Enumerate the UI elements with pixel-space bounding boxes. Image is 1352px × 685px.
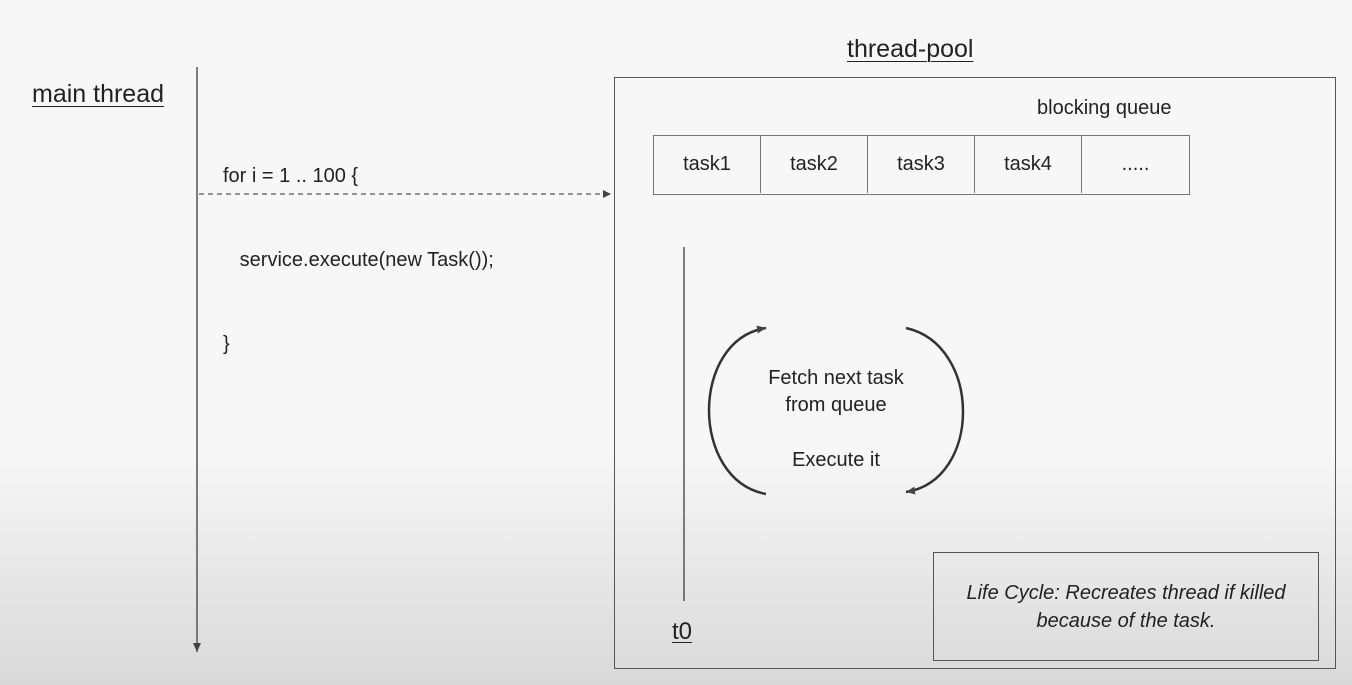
queue-cell: task1 — [654, 136, 761, 193]
loop-arrow-left — [707, 325, 767, 496]
loop-line: from queue — [785, 394, 887, 416]
queue-cell: ..... — [1121, 153, 1150, 175]
queue-cell: task3 — [868, 136, 975, 193]
code-line: } — [223, 333, 230, 355]
thread-pool-label: thread-pool — [847, 35, 974, 63]
queue-cell: task2 — [761, 136, 868, 193]
blocking-queue: task1 task2 task3 task4 ..... — [653, 135, 1190, 195]
lifecycle-note: Life Cycle: Recreates thread if killed b… — [966, 581, 1286, 632]
code-snippet: for i = 1 .. 100 { service.execute(new T… — [223, 106, 494, 386]
thread-pool-box — [614, 77, 1336, 669]
loop-fetch-text: Fetch next task from queue — [736, 365, 936, 419]
queue-cell: task4 — [975, 136, 1082, 193]
time-label-t0: t0 — [672, 618, 693, 645]
code-line: service.execute(new Task()); — [223, 249, 494, 271]
lifecycle-note-box: Life Cycle: Recreates thread if killed b… — [933, 552, 1319, 661]
blocking-queue-label: blocking queue — [1037, 97, 1172, 119]
main-thread-label: main thread — [32, 80, 165, 108]
loop-line: Fetch next task — [768, 367, 904, 389]
code-line: for i = 1 .. 100 { — [223, 165, 359, 187]
loop-arrow-right — [905, 326, 965, 495]
loop-execute-text: Execute it — [792, 449, 880, 471]
